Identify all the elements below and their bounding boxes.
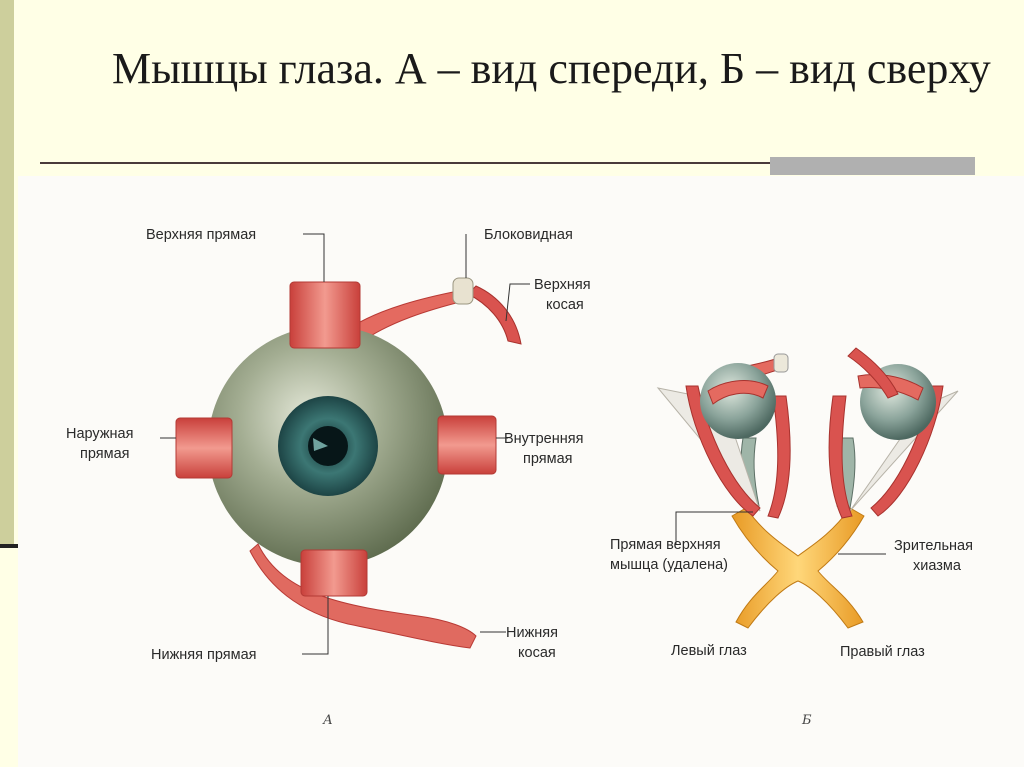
label-medial-rectus-1: Внутренняя: [504, 431, 583, 447]
label-chiasm-1: Зрительная: [894, 538, 973, 554]
eye-muscles-figure: Верхняя прямая Блоковидная Верхняя косая…: [18, 176, 1024, 767]
leader-superior-oblique: [505, 283, 530, 322]
label-right-eye: Правый глаз: [840, 644, 925, 660]
label-superior-oblique-2: косая: [546, 297, 584, 313]
label-removed-muscle-1: Прямая верхняя: [610, 537, 721, 553]
superior-oblique-belly: [467, 285, 522, 345]
right-oblique-belly: [847, 347, 899, 399]
caption-b: Б: [801, 713, 812, 728]
title-rule-accent: [770, 157, 975, 175]
label-trochlea: Блоковидная: [484, 227, 573, 243]
diagram-canvas: Верхняя прямая Блоковидная Верхняя косая…: [66, 227, 973, 728]
diagram-b: Прямая верхняя мышца (удалена) Зрительна…: [610, 347, 973, 728]
leader-superior-rectus: [303, 233, 325, 282]
medial-rectus-muscle: [437, 415, 497, 475]
label-chiasm-2: хиазма: [913, 558, 962, 574]
left-decor-band: [0, 0, 14, 548]
label-inferior-rectus: Нижняя прямая: [151, 647, 257, 663]
label-removed-muscle-2: мышца (удалена): [610, 557, 728, 573]
title-rule: [40, 162, 770, 164]
label-inferior-oblique-1: Нижняя: [506, 625, 558, 641]
left-trochlea: [773, 353, 789, 373]
label-lateral-rectus-1: Наружная: [66, 426, 133, 442]
iris-highlight: [313, 438, 328, 451]
label-superior-oblique-1: Верхняя: [534, 277, 591, 293]
label-left-eye: Левый глаз: [671, 643, 747, 659]
lateral-rectus-muscle: [175, 417, 233, 479]
inferior-oblique-muscle: [249, 543, 477, 649]
leader-inferior-rectus: [302, 596, 329, 655]
label-medial-rectus-2: прямая: [523, 451, 573, 467]
left-medial-muscle: [767, 395, 791, 519]
inferior-rectus-muscle: [300, 549, 368, 597]
label-lateral-rectus-2: прямая: [80, 446, 130, 462]
slide-title: Мышцы глаза. А – вид спереди, Б – вид св…: [112, 44, 991, 93]
diagram-a: Верхняя прямая Блоковидная Верхняя косая…: [66, 227, 591, 728]
right-medial-muscle: [828, 395, 853, 519]
superior-rectus-muscle: [289, 281, 361, 349]
label-inferior-oblique-2: косая: [518, 645, 556, 661]
optic-chiasm: [731, 507, 865, 629]
left-decor-tick: [0, 544, 18, 548]
left-superior-oblique: [707, 380, 769, 405]
leader-removed-muscle: [675, 511, 753, 544]
label-superior-rectus: Верхняя прямая: [146, 227, 256, 243]
trochlea-shape: [452, 277, 474, 305]
caption-a: А: [322, 713, 333, 728]
